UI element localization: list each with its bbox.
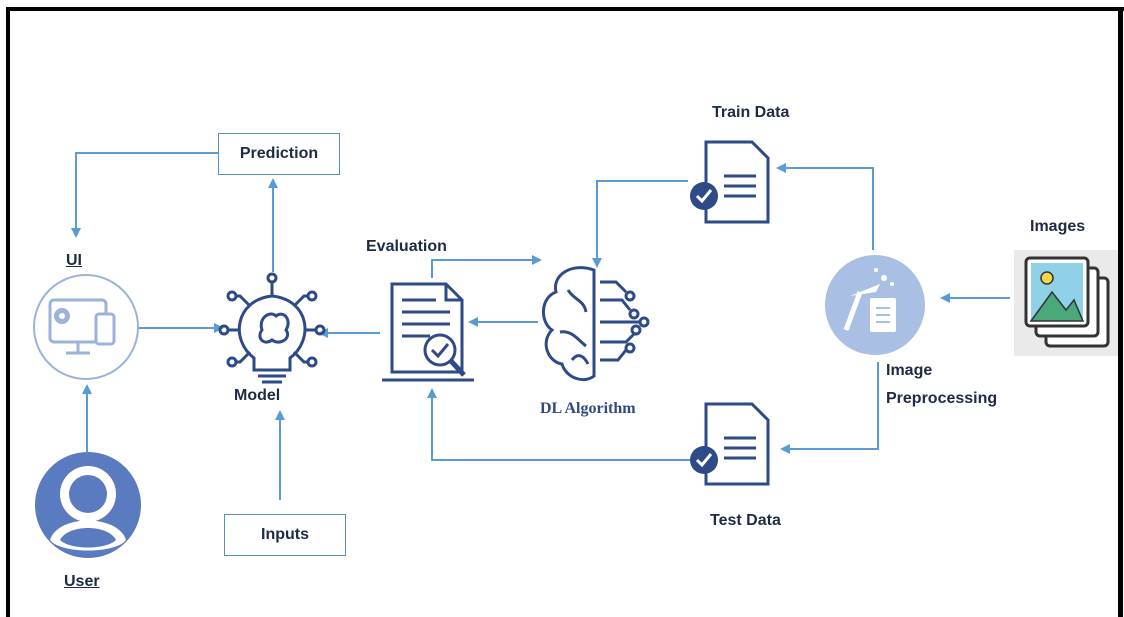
inputs-box: Inputs [224, 514, 346, 556]
user-label: User [64, 573, 100, 590]
arrow-train-to-dl [592, 180, 688, 268]
model-label: Model [234, 387, 281, 404]
frame-border-top [6, 7, 1026, 11]
frame-border-right [1118, 7, 1123, 617]
document-evaluation-icon [382, 282, 474, 382]
image-stack-icon [1014, 250, 1118, 356]
arrow-preprocessing-to-test [780, 362, 879, 454]
prediction-label: Prediction [239, 145, 319, 162]
test-data-label: Test Data [710, 512, 781, 529]
inputs-label: Inputs [261, 526, 309, 543]
arrow-prediction-to-ui [71, 152, 218, 238]
document-check-icon-train [690, 140, 770, 224]
lightbulb-brain-icon [218, 272, 326, 384]
connector-arrows [71, 152, 1010, 500]
arrow-preprocessing-to-train [776, 163, 874, 250]
frame-border-left [6, 7, 10, 617]
user-avatar-icon [35, 452, 141, 558]
preprocessing-icon [825, 255, 925, 355]
brain-circuit-icon [542, 266, 650, 381]
prediction-box: Prediction [218, 133, 340, 175]
image-preprocessing-label-line1: Image [886, 362, 933, 379]
arrow-test-to-evaluation [427, 388, 690, 461]
images-label: Images [1030, 218, 1086, 235]
frame-border-top-right [1026, 7, 1124, 11]
dl-algorithm-label: DL Algorithm [540, 400, 636, 417]
settings-devices-icon [33, 274, 139, 380]
arrow-evaluation-to-dl [431, 255, 542, 278]
document-check-icon-test [690, 402, 770, 486]
train-data-label: Train Data [712, 104, 790, 121]
evaluation-label: Evaluation [366, 238, 447, 255]
image-preprocessing-label-line2: Preprocessing [886, 390, 998, 407]
ui-label: UI [66, 252, 82, 269]
